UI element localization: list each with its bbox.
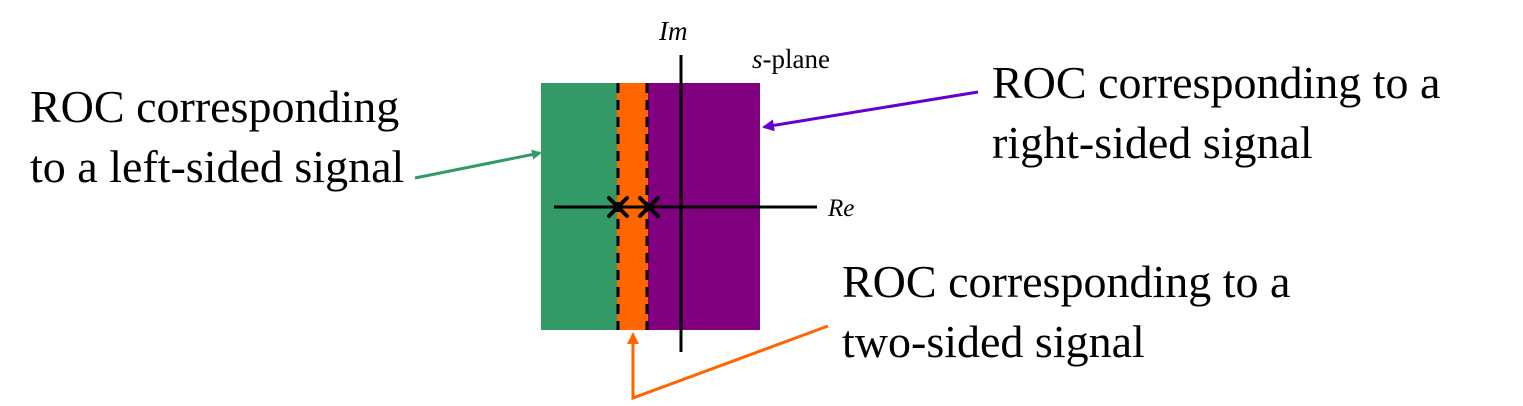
left-sided-arrow xyxy=(414,149,542,180)
right-sided-annotation-line2: right-sided signal xyxy=(992,117,1313,168)
left-sided-annotation-line1: ROC corresponding xyxy=(30,81,400,132)
imaginary-axis-label: Im xyxy=(659,16,688,46)
s-plane-suffix: -plane xyxy=(762,44,830,74)
two-sided-arrow xyxy=(627,324,829,401)
s-plane-label: s-plane xyxy=(752,44,830,75)
pole-marker xyxy=(607,196,629,218)
right-sided-arrow xyxy=(762,90,979,132)
two-sided-annotation-line2: two-sided signal xyxy=(842,316,1145,367)
right-sided-annotation-line1: ROC corresponding to a xyxy=(992,57,1441,108)
pole-marker xyxy=(638,196,660,218)
s-plane-variable: s xyxy=(752,44,763,74)
left-sided-annotation-line2: to a left-sided signal xyxy=(30,141,405,192)
two-sided-annotation-line1: ROC corresponding to a xyxy=(842,256,1291,307)
real-axis-label: Re xyxy=(828,195,855,222)
